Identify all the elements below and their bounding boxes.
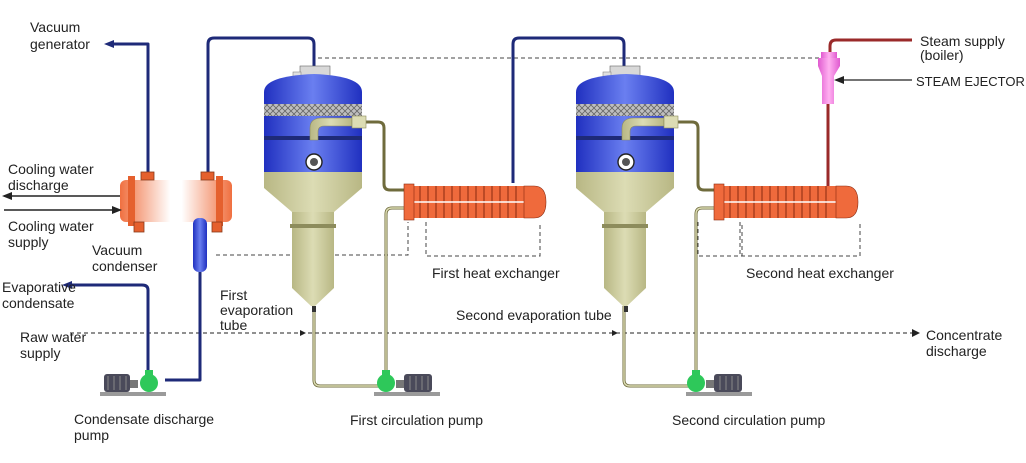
steam-ejector — [818, 52, 912, 104]
label-evaporative-condensate: Evaporative condensate — [2, 279, 80, 311]
label-vacuum-generator: Vacuum generator — [30, 19, 90, 52]
second-circulation-pump — [686, 370, 752, 396]
raw-water-line — [70, 329, 920, 337]
vapor-lines — [216, 57, 861, 257]
label-steam-supply: Steam supply (boiler) — [920, 33, 1009, 63]
first-evaporator — [264, 65, 367, 312]
vacuum-condenser — [120, 171, 232, 272]
label-steam-ejector: STEAM EJECTOR — [916, 74, 1025, 89]
label-first-heat-exchanger: First heat exchanger — [432, 265, 560, 281]
second-heat-exchanger — [713, 183, 859, 221]
label-second-circulation-pump: Second circulation pump — [672, 412, 826, 428]
label-second-heat-exchanger: Second heat exchanger — [746, 265, 894, 281]
first-circulation-pump — [374, 370, 440, 396]
cooling-water-lines — [2, 192, 122, 214]
label-cooling-water-discharge: Cooling water discharge — [8, 161, 98, 193]
steam-pipe — [826, 38, 912, 186]
second-evaporator — [576, 65, 679, 312]
label-condensate-discharge-pump: Condensate discharge pump — [74, 411, 218, 443]
label-raw-water-supply: Raw water supply — [20, 329, 90, 361]
label-cooling-water-supply: Cooling water supply — [8, 218, 98, 250]
label-second-evaporation-tube: Second evaporation tube — [456, 307, 612, 323]
label-concentrate-discharge: Concentrate discharge — [926, 327, 1006, 359]
condensate-discharge-pump — [100, 370, 166, 396]
label-first-circulation-pump: First circulation pump — [350, 412, 483, 428]
vacuum-pipes — [70, 36, 626, 382]
label-vacuum-condenser: Vacuum condenser — [92, 242, 158, 274]
first-heat-exchanger — [403, 183, 547, 221]
label-first-evaporation-tube: First evaporation tube — [220, 287, 297, 333]
